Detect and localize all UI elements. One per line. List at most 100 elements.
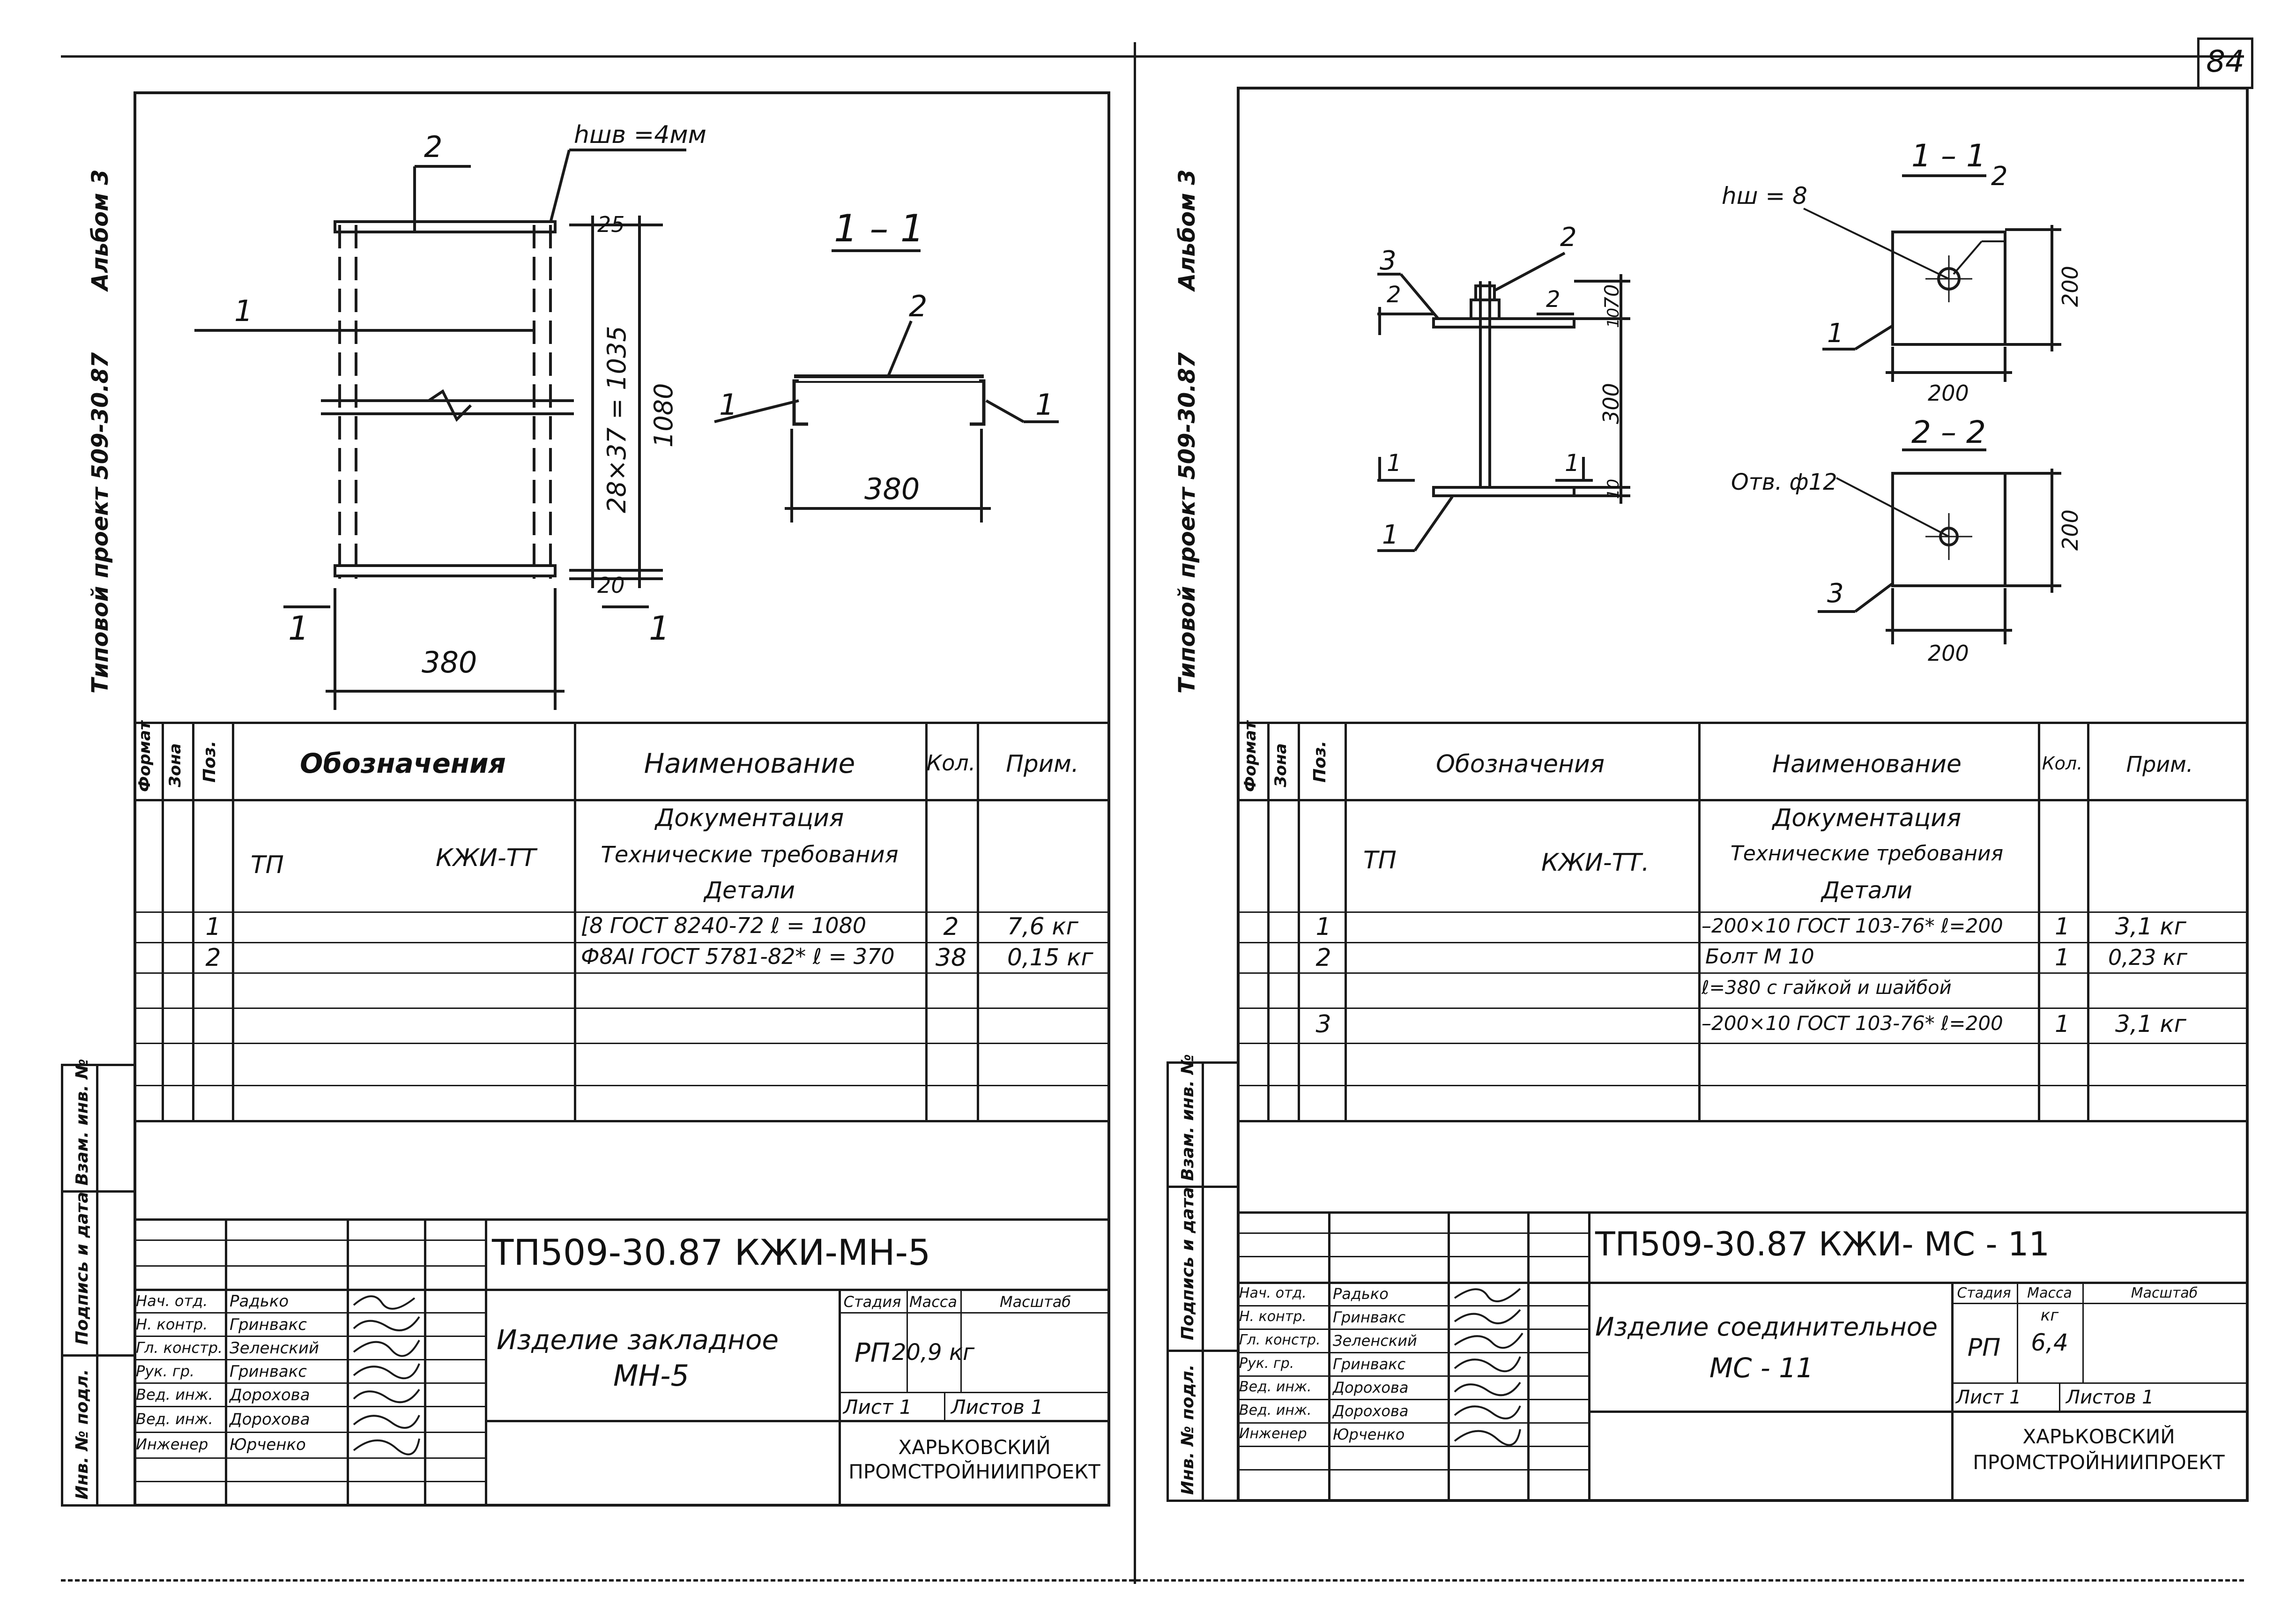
left-role-7: Инженер	[136, 1435, 208, 1453]
left-row1-note: 7,6 кг	[1007, 913, 1078, 940]
left-mass: 20,9 кг	[892, 1339, 975, 1366]
right-person-4: Гринвакс	[1333, 1355, 1406, 1373]
right-hdr-name: Наименование	[1772, 750, 1962, 778]
left-parts: Детали	[704, 877, 795, 904]
right-spec-top	[1237, 722, 2249, 724]
right-weld-note: hш = 8	[1722, 182, 1807, 209]
left-item-code: МН-5	[613, 1359, 689, 1393]
left-side-cell-1: Взам. инв. №	[73, 1059, 92, 1186]
left-role-4: Рук. гр.	[136, 1362, 195, 1380]
left-hdr-qty: Кол.	[926, 750, 976, 776]
left-code: КЖИ-ТТ	[436, 844, 536, 872]
right-person-2: Гринвакс	[1333, 1308, 1406, 1326]
right-row4-pos: 3	[1315, 1010, 1331, 1038]
left-hdr-name: Наименование	[644, 747, 855, 779]
right-dim-300: 300	[1598, 383, 1624, 424]
right-mark-1l: 1	[1387, 449, 1402, 477]
left-row2-qty: 38	[935, 944, 967, 972]
left-role-1: Нач. отд.	[136, 1292, 208, 1310]
left-row1-qty: 2	[943, 913, 959, 941]
right-sheets-total: Листов 1	[2066, 1387, 2154, 1408]
left-stage-label: Стадия	[843, 1293, 901, 1311]
right-role-6: Вед. инж.	[1239, 1402, 1312, 1418]
left-person-5: Дорохова	[230, 1386, 310, 1404]
right-side-cell-3: Инв. № подл.	[1178, 1364, 1197, 1495]
right-side-cell-2: Подпись и дата	[1178, 1187, 1197, 1340]
right-row3-name: ℓ=380 с гайкой и шайбой	[1702, 977, 1952, 999]
left-spec-top	[134, 722, 1110, 724]
left-dim-width: 380	[422, 645, 477, 679]
right-role-7: Инженер	[1239, 1426, 1307, 1442]
top-border-line	[61, 55, 2244, 58]
right-parts: Детали	[1821, 877, 1913, 904]
left-mass-label: Масса	[909, 1293, 958, 1311]
left-drawing-pos1: 1	[234, 294, 253, 328]
right-person-5: Дорохова	[1333, 1379, 1409, 1396]
right-sec1-pos1: 1	[1827, 318, 1844, 349]
left-drawing: 2 hшв =4мм 1 25 20 28×37 = 1035 1080 380…	[194, 121, 1059, 710]
left-signatures	[353, 1295, 420, 1456]
right-sec2-dim-w: 200	[1928, 641, 1969, 666]
right-hdr-qty: Кол.	[2042, 753, 2083, 774]
right-pos3: 3	[1380, 246, 1397, 276]
left-section-pos2: 2	[909, 289, 927, 323]
right-row2-pos: 2	[1315, 944, 1331, 972]
right-row2-name: Болт М 10	[1705, 945, 1814, 969]
left-tech-req: Технические требования	[601, 842, 899, 868]
left-doc-title: Документация	[655, 804, 844, 832]
right-org-1: ХАРЬКОВСКИЙ	[2022, 1425, 2175, 1448]
left-drawing-pos2: 2	[424, 130, 442, 164]
right-mass-unit: кг	[2040, 1306, 2059, 1325]
right-row2-qty: 1	[2055, 944, 2070, 971]
left-project-label: Типовой проект 509-30.87	[87, 352, 113, 694]
right-row4-name: –200×10 ГОСТ 103-76* ℓ=200	[1702, 1012, 2003, 1035]
left-role-6: Вед. инж.	[136, 1410, 213, 1428]
left-stage: РП	[854, 1338, 890, 1368]
left-side-stamp	[61, 1064, 136, 1507]
right-tp: ТП	[1363, 846, 1397, 874]
left-section-pos1-l: 1	[719, 388, 737, 422]
right-title-code: ТП509-30.87 КЖИ- МС - 11	[1595, 1225, 2050, 1263]
left-dim-height: 1080	[649, 383, 678, 448]
right-spec-bottom	[1237, 1120, 2249, 1122]
right-sec1-title: 1 – 1	[1911, 138, 1986, 174]
right-row4-qty: 1	[2055, 1010, 2070, 1038]
left-dim-top: 25	[597, 212, 625, 237]
left-role-2: Н. контр.	[136, 1315, 208, 1333]
bottom-border-line	[61, 1579, 2244, 1582]
right-hdr-note: Прим.	[2126, 752, 2193, 777]
right-person-7: Юрченко	[1333, 1426, 1405, 1443]
right-role-3: Гл. констр.	[1239, 1332, 1321, 1348]
page-number: 84	[2206, 45, 2244, 79]
center-fold-line	[1134, 42, 1136, 1584]
right-pos2: 2	[1560, 222, 1577, 253]
right-drawing: 3 2 1 2 2 1 1 70 10 300 10 1 – 1 2 hш = …	[1377, 138, 2083, 666]
right-dim-10b: 10	[1604, 479, 1623, 499]
right-scale-label: Масштаб	[2131, 1285, 2198, 1301]
right-code: КЖИ-ТТ.	[1541, 849, 1650, 877]
right-hole-note: Отв. ф12	[1731, 469, 1837, 495]
right-mark-2r: 2	[1546, 286, 1560, 313]
left-hdr-designation: Обозначения	[300, 747, 506, 779]
left-section-width: 380	[864, 472, 920, 506]
right-pos1: 1	[1382, 520, 1399, 550]
right-hdr-format: Формат	[1241, 721, 1260, 792]
right-row2-note: 0,23 кг	[2108, 945, 2187, 970]
right-row1-name: –200×10 ГОСТ 103-76* ℓ=200	[1702, 914, 2003, 937]
right-person-6: Дорохова	[1333, 1402, 1409, 1420]
right-sec2-pos3: 3	[1827, 578, 1844, 609]
right-sec1-dim-h: 200	[2058, 266, 2083, 307]
right-role-2: Н. контр.	[1239, 1308, 1307, 1325]
left-section-pos1-r: 1	[1035, 388, 1054, 422]
right-row1-pos: 1	[1315, 913, 1331, 941]
right-album-label: Альбом 3	[1174, 169, 1200, 291]
left-row2-name: Ф8АI ГОСТ 5781-82* ℓ = 370	[581, 944, 895, 969]
right-role-4: Рук. гр.	[1239, 1355, 1294, 1372]
right-stage: РП	[1967, 1334, 2001, 1362]
left-row2-pos: 2	[205, 944, 221, 972]
left-dim-step: 28×37 = 1035	[602, 326, 632, 513]
left-section-title: 1 – 1	[834, 207, 924, 250]
right-stage-label: Стадия	[1957, 1285, 2011, 1301]
right-mass: 6,4	[2031, 1329, 2068, 1356]
right-sec2-title: 2 – 2	[1911, 414, 1986, 450]
